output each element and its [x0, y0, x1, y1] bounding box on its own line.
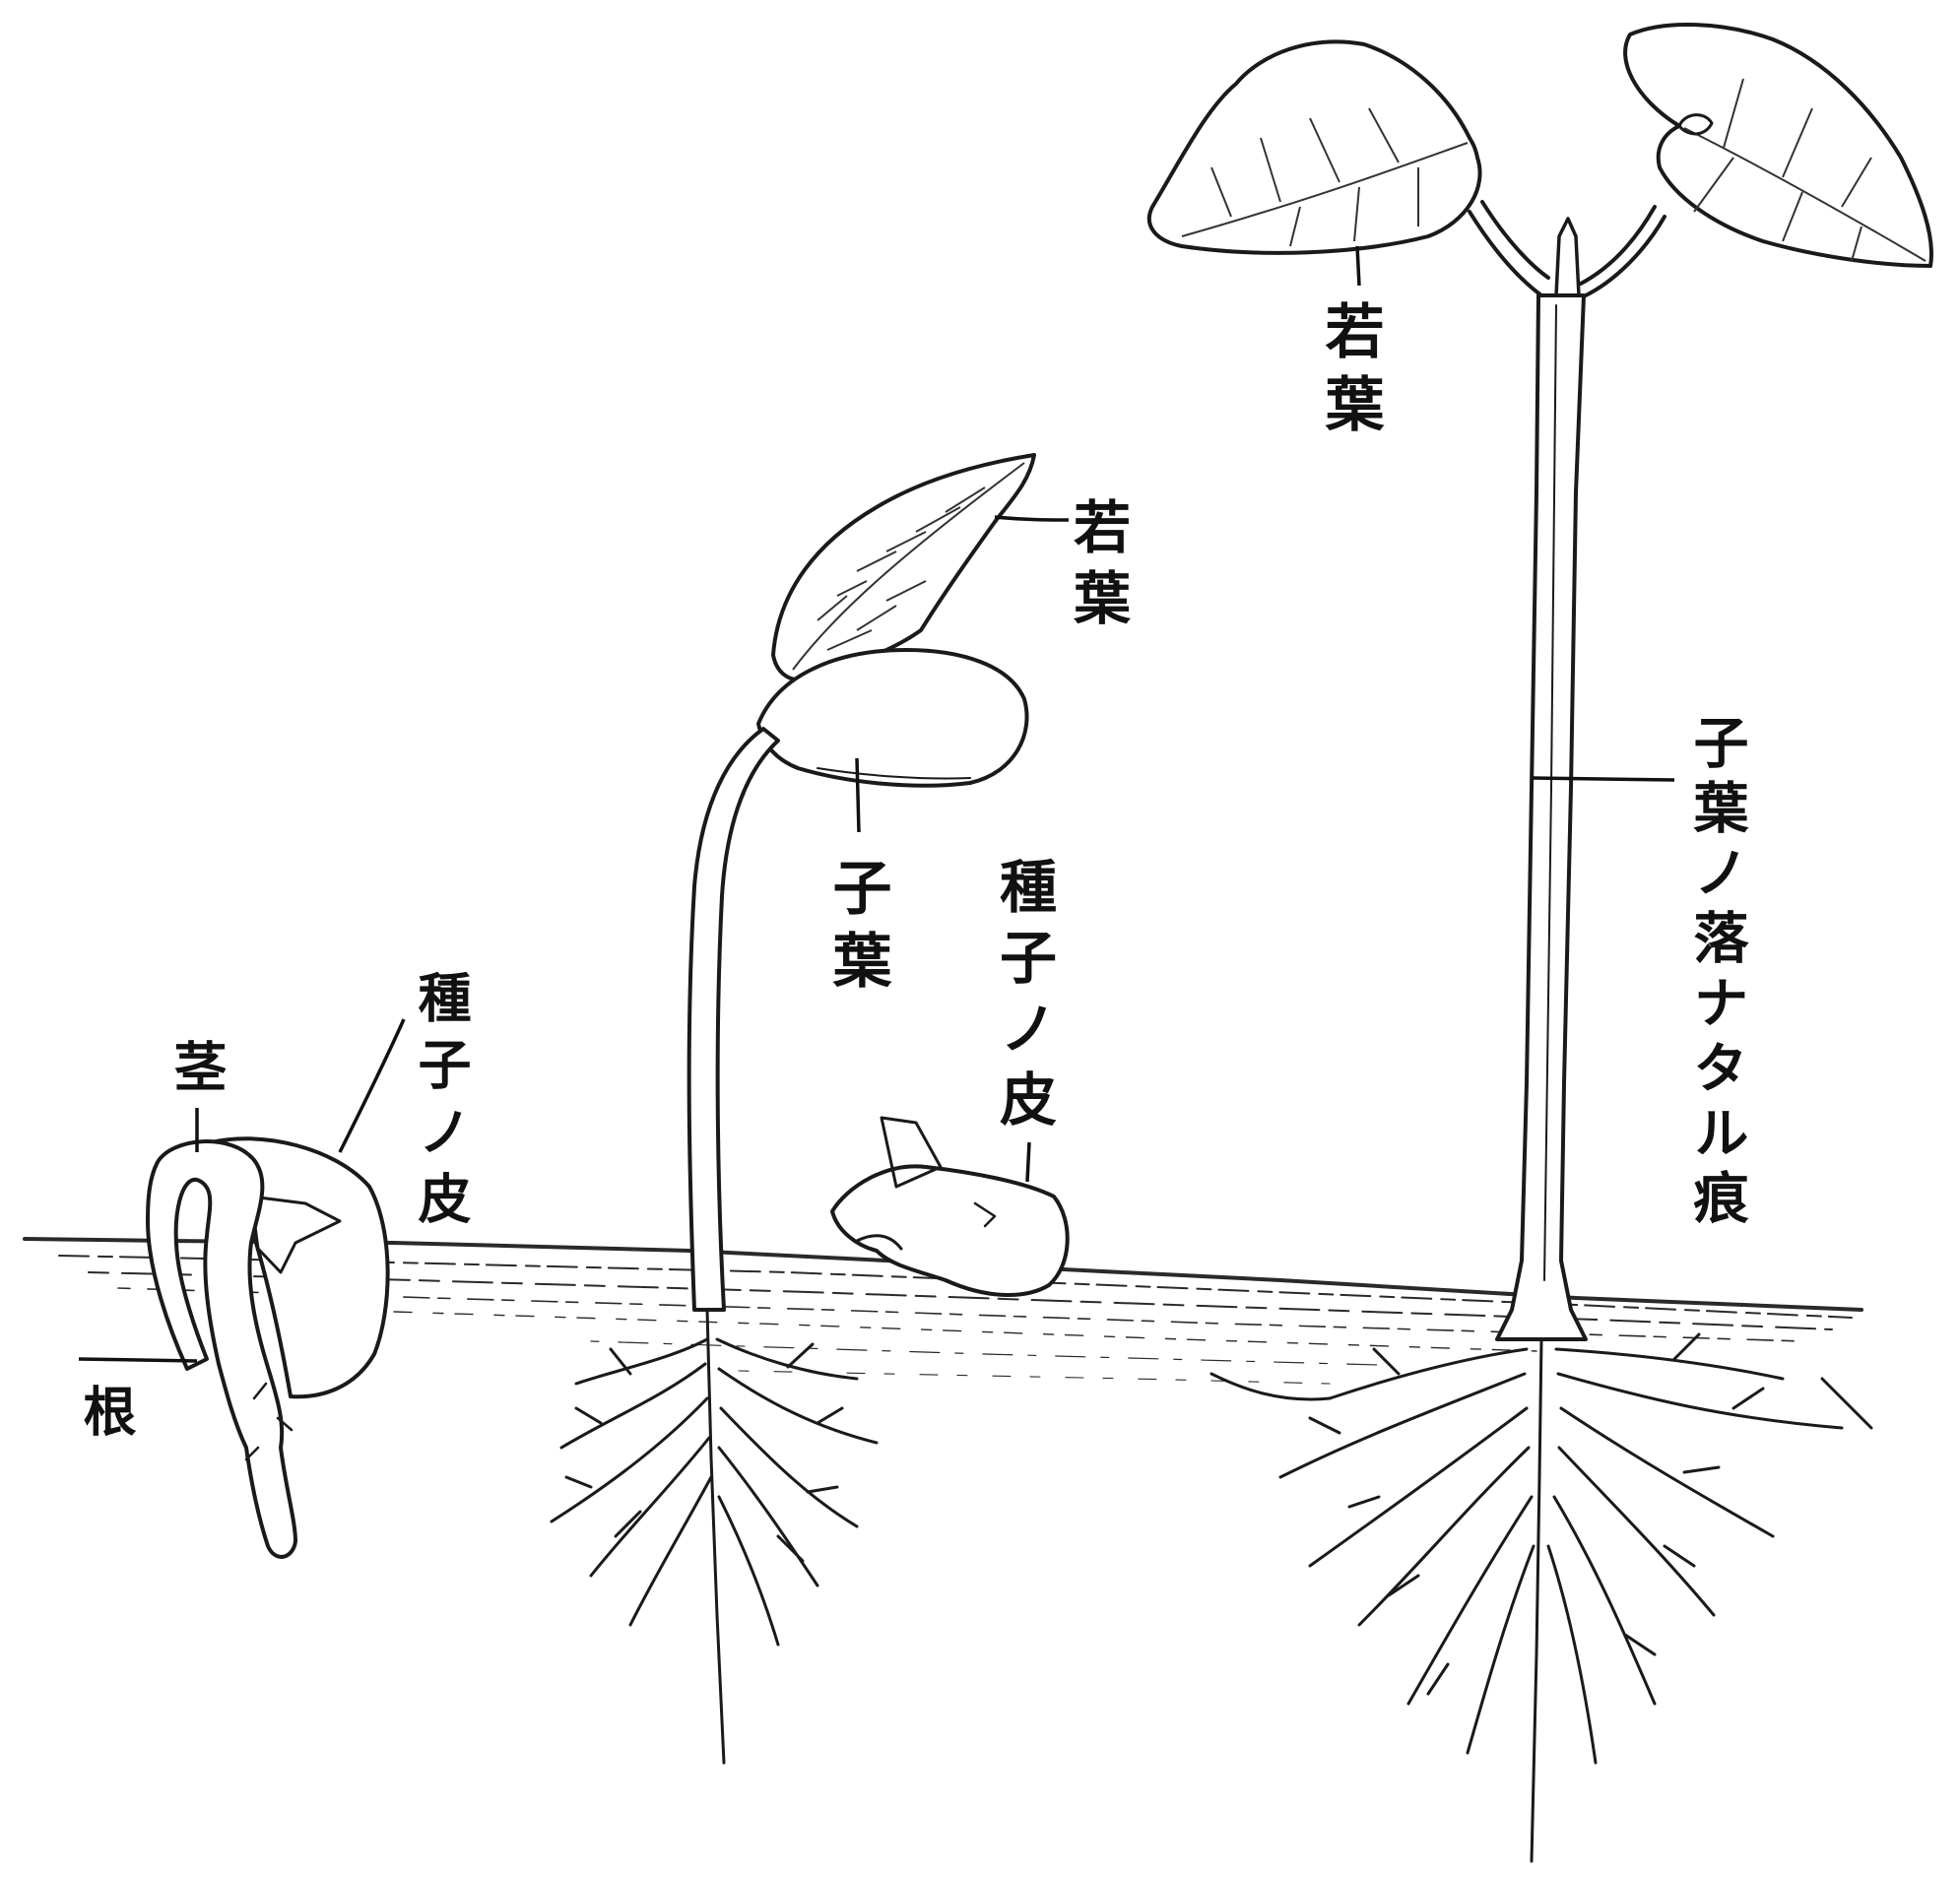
terminal-bud: [1556, 219, 1579, 295]
plant-stage-3: [1149, 25, 1931, 1339]
stem-3: [1497, 295, 1586, 1339]
roots-2: [552, 1310, 877, 1763]
label-seed-coat-2: 種子ノ皮: [995, 857, 1052, 1140]
label-cotyledon-2: 子葉: [827, 857, 886, 1003]
label-stem-1: 茎: [169, 1039, 223, 1106]
young-leaf-3-right: [1625, 25, 1931, 266]
label-root-1: 根: [79, 1384, 132, 1451]
roots-3: [1211, 1334, 1871, 1861]
young-leaf-3-left: [1149, 41, 1480, 252]
label-young-leaf-3: 若葉: [1320, 300, 1379, 446]
label-cotyledon-scar-3: 子葉ノ落ナタル痕: [1689, 714, 1744, 1234]
label-young-leaf-2: 若葉: [1069, 497, 1126, 639]
label-seed-coat-1: 種子ノ皮: [414, 970, 467, 1238]
plant-stage-1: [148, 1138, 388, 1557]
stem-2: [689, 729, 778, 1310]
